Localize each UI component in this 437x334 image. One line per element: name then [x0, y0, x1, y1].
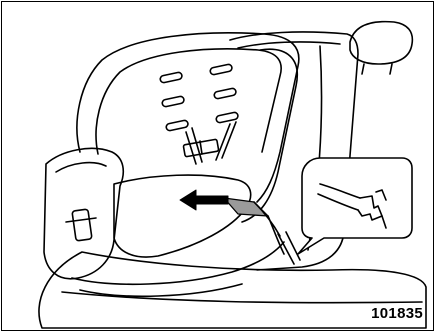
harness-strap-right	[216, 122, 236, 160]
child-seat-left-side	[44, 148, 123, 278]
harness-slot	[216, 112, 239, 123]
vehicle-seat-cushion	[39, 252, 426, 328]
belt-guide-line	[66, 218, 96, 222]
child-seat-left-side-inner	[56, 163, 106, 172]
harness-slot	[214, 88, 237, 99]
direction-arrow-icon	[180, 190, 228, 210]
child-seat-shell	[77, 33, 299, 202]
child-seat-seat	[114, 175, 251, 257]
illustration-frame: 101835	[1, 1, 434, 331]
harness-slot	[160, 72, 183, 83]
headrest-post	[362, 64, 392, 74]
child-seat-base-lower	[80, 284, 242, 296]
harness-strap-left	[186, 128, 202, 164]
buckle-detail-callout	[298, 158, 412, 254]
chest-clip-divider	[200, 141, 202, 154]
harness-slot	[166, 120, 189, 131]
cushion-edge	[62, 292, 422, 303]
figure-number: 101835	[371, 305, 423, 322]
lap-belt	[224, 198, 268, 216]
illustration-canvas	[2, 2, 434, 331]
vehicle-seat-back-inner	[238, 42, 340, 48]
headrest	[350, 22, 412, 64]
harness-slot	[210, 64, 233, 75]
belt-guide	[72, 209, 92, 241]
harness-slot	[162, 96, 185, 107]
